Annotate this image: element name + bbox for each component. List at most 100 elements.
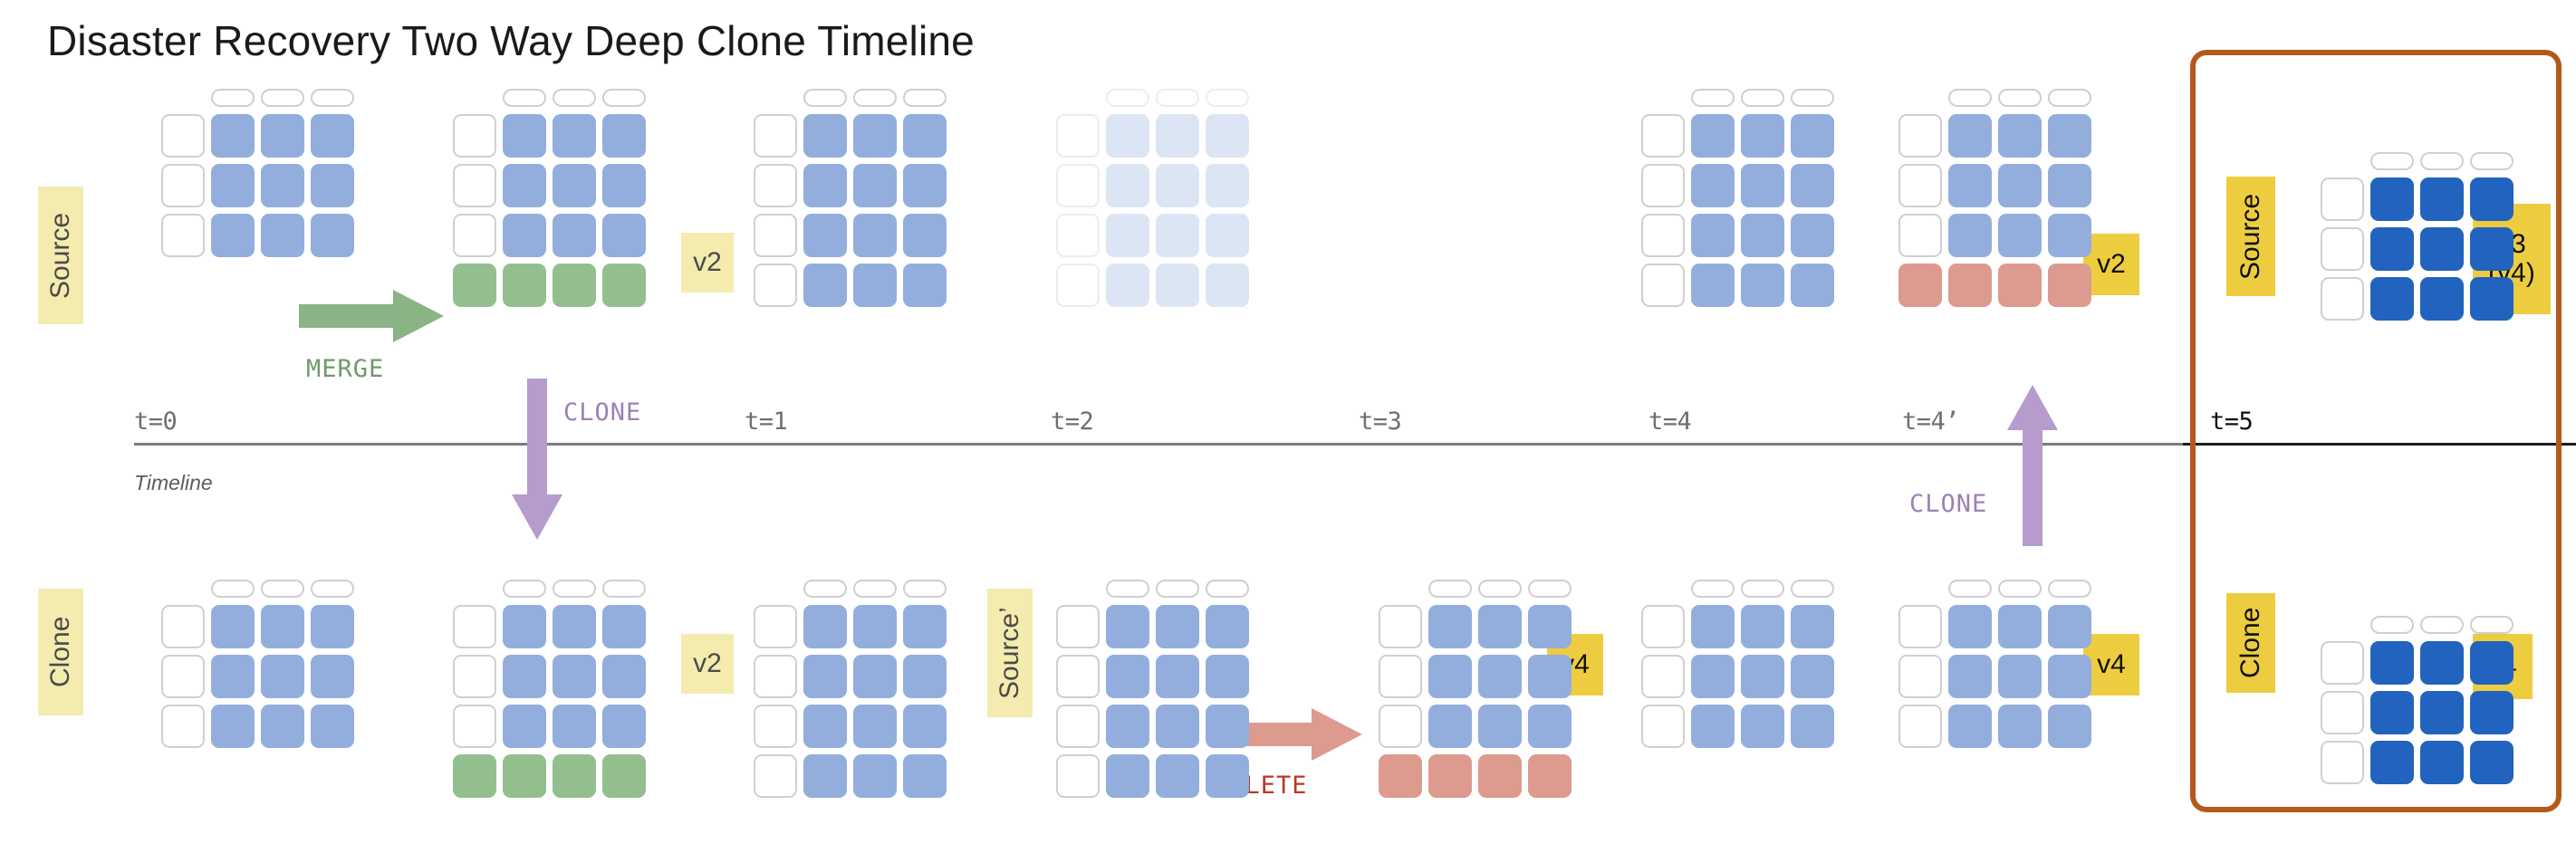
column-header-pill <box>261 89 304 107</box>
table-cell-blue <box>1741 114 1784 158</box>
table-cell-hollow <box>1641 605 1685 648</box>
table-cell-blue <box>553 214 596 257</box>
column-header-pill <box>1156 580 1199 598</box>
table-row <box>1898 214 2091 257</box>
table-cell-faded <box>1206 214 1249 257</box>
table-cell-blue <box>1106 705 1149 748</box>
table-cell-blue <box>1156 605 1199 648</box>
table-cell-blue <box>311 655 354 698</box>
column-header-pill <box>1478 580 1522 598</box>
table-cell-hollow <box>1898 605 1942 648</box>
table-row <box>754 214 947 257</box>
table-header-row <box>1691 580 1834 598</box>
table-cell-blue <box>211 605 255 648</box>
table-cell-faded <box>1156 114 1199 158</box>
table-cell-hollow <box>1641 655 1685 698</box>
table-cell-blue <box>1791 114 1834 158</box>
table-cell-deepblue <box>2470 691 2514 734</box>
table-cell-blue <box>553 114 596 158</box>
table-cell-blue <box>261 705 304 748</box>
table-cell-blue <box>1948 655 1992 698</box>
page-title: Disaster Recovery Two Way Deep Clone Tim… <box>47 17 975 64</box>
table-row <box>1898 114 2091 158</box>
table-row <box>754 754 947 798</box>
table-row <box>2321 641 2514 685</box>
table-cell-blue <box>2048 114 2091 158</box>
table-cell-faded <box>1206 264 1249 307</box>
table-cell-blue <box>602 655 646 698</box>
table-cell-blue <box>1948 114 1992 158</box>
table-cell-hollow-faded <box>1056 114 1100 158</box>
table-row <box>754 264 947 307</box>
table-cell-hollow <box>1056 754 1100 798</box>
tick-label-t3: t=3 <box>1359 408 1402 436</box>
table-row <box>2321 177 2514 221</box>
table-cell-blue <box>211 655 255 698</box>
table-cell-blue <box>211 164 255 207</box>
table-cell-blue <box>1691 164 1735 207</box>
table-cell-green <box>602 264 646 307</box>
column-header-pill <box>553 89 596 107</box>
table-cell-hollow <box>754 705 797 748</box>
column-header-pill <box>803 580 847 598</box>
table-cell-hollow <box>1379 605 1422 648</box>
table-cell-faded <box>1106 164 1149 207</box>
table-cell-faded <box>1206 164 1249 207</box>
table-cell-red <box>2048 264 2091 307</box>
column-header-pill <box>1156 89 1199 107</box>
table-cell-hollow <box>754 114 797 158</box>
table-cell-blue <box>903 264 947 307</box>
column-header-pill <box>211 89 255 107</box>
table-cell-blue <box>311 705 354 748</box>
column-header-pill <box>1428 580 1472 598</box>
tick-label-t1: t=1 <box>745 408 788 436</box>
table-cell-blue <box>1948 605 1992 648</box>
table-cell-blue <box>261 214 304 257</box>
table-cell-deepblue <box>2420 641 2464 685</box>
table-cell-hollow <box>161 214 205 257</box>
table-cell-blue <box>853 705 897 748</box>
badge-v4-clone-t4p: v4 <box>2083 634 2139 695</box>
table-cell-blue <box>503 164 546 207</box>
table-cell-hollow <box>1641 264 1685 307</box>
table-cell-blue <box>1206 705 1249 748</box>
table-cell-deepblue <box>2470 741 2514 784</box>
table-row <box>1379 605 1572 648</box>
table-cell-deepblue <box>2420 177 2464 221</box>
table-cell-blue <box>2048 164 2091 207</box>
column-header-pill <box>1106 580 1149 598</box>
table-row <box>1641 264 1834 307</box>
table-row <box>2321 741 2514 784</box>
table-cell-blue <box>903 605 947 648</box>
table-cell-blue <box>2048 605 2091 648</box>
column-header-pill <box>2470 616 2514 634</box>
table-row <box>161 114 354 158</box>
table-row <box>453 264 646 307</box>
badge-clone-t5: Clone <box>2226 593 2275 693</box>
tick-label-t2: t=2 <box>1051 408 1094 436</box>
table-cell-blue <box>1791 264 1834 307</box>
table-cell-blue <box>1156 655 1199 698</box>
badge-source-prime-t3: Source’ <box>987 589 1033 717</box>
table-row <box>453 605 646 648</box>
badge-source-t0: Source <box>38 187 83 324</box>
table-row <box>1641 164 1834 207</box>
column-header-pill <box>803 89 847 107</box>
table-cell-hollow <box>1898 164 1942 207</box>
table-cell-blue <box>1741 655 1784 698</box>
table-row <box>1898 264 2091 307</box>
table-cell-green <box>553 264 596 307</box>
column-header-pill <box>1206 580 1249 598</box>
table-cell-hollow <box>1379 705 1422 748</box>
table-cell-deepblue <box>2470 177 2514 221</box>
timeline-axis-light <box>134 443 2183 446</box>
table-cell-blue <box>1998 655 2042 698</box>
table-row <box>1056 264 1249 307</box>
table-cell-hollow <box>1379 655 1422 698</box>
table-cell-hollow <box>1898 705 1942 748</box>
table-cell-blue <box>1948 705 1992 748</box>
badge-v2-clone-t1: v2 <box>681 634 734 694</box>
table-cell-hollow <box>2321 177 2364 221</box>
table-cell-red <box>1478 754 1522 798</box>
table-cell-blue <box>1691 264 1735 307</box>
